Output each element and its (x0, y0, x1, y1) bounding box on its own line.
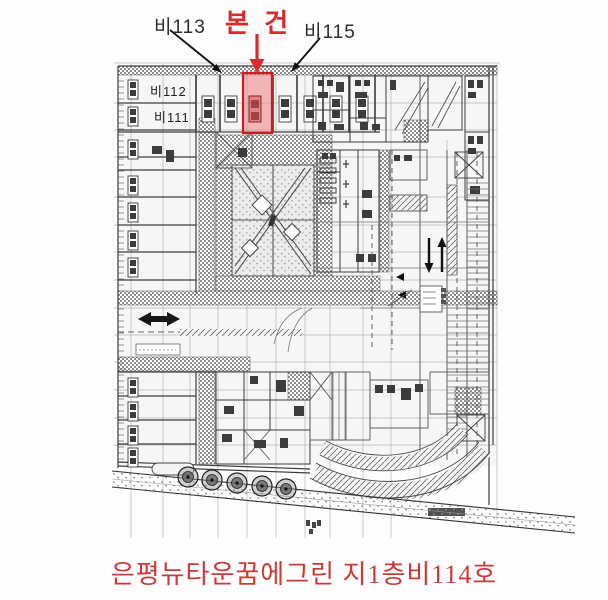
room-label-b112: 비112 (150, 84, 187, 99)
site-boundary (111, 462, 576, 534)
survey-marks (306, 520, 321, 534)
subject-unit-highlight (241, 71, 274, 135)
ramp-down-arrow-icon (424, 238, 434, 273)
subject-arrow-icon (249, 34, 265, 73)
bottom-right-rooms (309, 371, 490, 441)
label-unit-b113: 비113 (154, 17, 206, 38)
parking-sign-box (419, 285, 446, 313)
right-core-rooms (389, 149, 428, 212)
machine-rooms (316, 149, 380, 273)
label-unit-b115: 비115 (304, 22, 356, 43)
two-way-arrow-icon (138, 312, 180, 326)
parking-area (313, 76, 489, 460)
curved-ramp (309, 423, 491, 516)
stair-block (152, 131, 253, 169)
top-right-rooms (427, 75, 490, 276)
plan-caption: 은평뉴타운꿈에그린 지1층비114호 (110, 560, 498, 589)
internal-road (118, 307, 313, 356)
lane-arrow-icons (396, 273, 406, 299)
annotation-arrow-b115 (291, 37, 321, 72)
ramp-up-arrow-icon (437, 237, 447, 272)
label-subject-property: 본 건 (225, 8, 293, 38)
annotation-arrow-b113 (169, 29, 222, 73)
left-wall-ticks (118, 76, 124, 464)
room-label-b111: 비111 (154, 110, 190, 125)
courtyard (231, 164, 315, 277)
